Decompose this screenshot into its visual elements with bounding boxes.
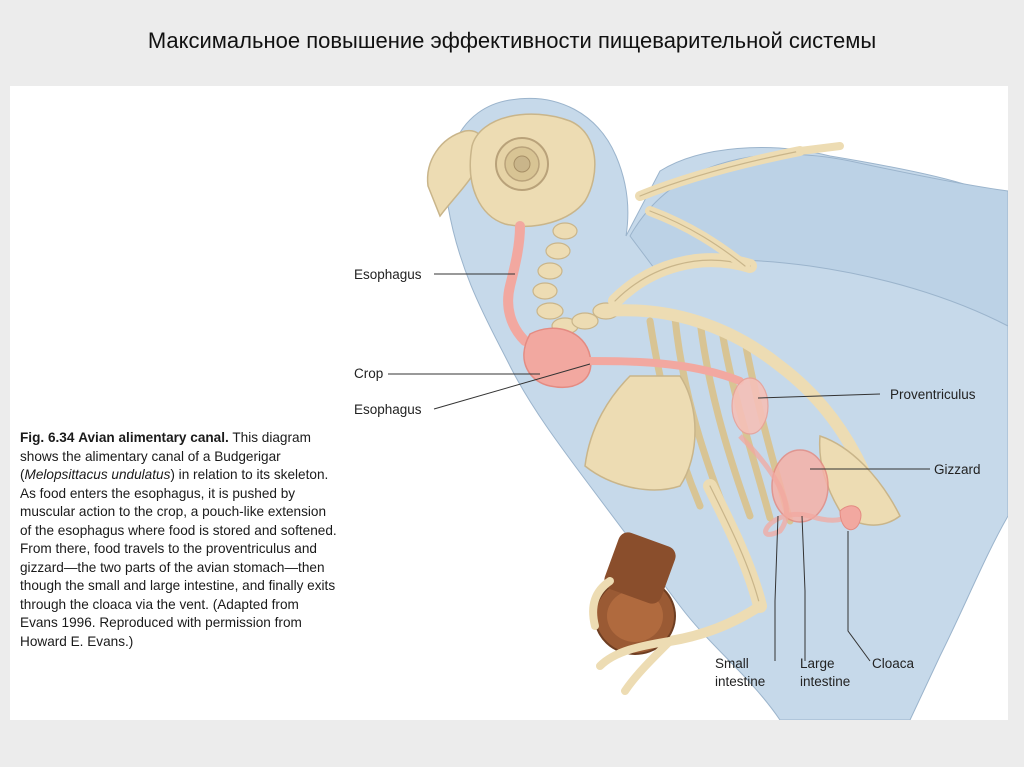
- esophagus-tube: [503, 221, 530, 346]
- label-crop: Crop: [354, 366, 383, 381]
- spine: [600, 304, 876, 492]
- lower-esophagus-tube: [581, 357, 744, 385]
- caption-fig-title: Avian alimentary canal.: [78, 430, 229, 445]
- label-large-intestine-line1: Large: [800, 656, 835, 671]
- label-esophagus-lower: Esophagus: [354, 402, 422, 417]
- perch: [594, 532, 676, 655]
- leader-lines: [388, 273, 930, 662]
- crop-pouch: [523, 327, 592, 388]
- intestine-loops: [738, 434, 857, 537]
- feet-claws: [589, 577, 674, 695]
- proventriculus-organ: [731, 377, 769, 435]
- label-small-intestine-line1: Small: [715, 656, 749, 671]
- skull: [426, 113, 596, 227]
- label-gizzard: Gizzard: [934, 462, 981, 477]
- caption-text-1: This diagram shows the alimentary canal …: [20, 430, 311, 482]
- wing-bones: [608, 142, 844, 308]
- label-proventriculus: Proventriculus: [890, 387, 976, 402]
- slide-title: Максимальное повышение эффективности пищ…: [147, 28, 877, 53]
- label-esophagus-upper: Esophagus: [354, 267, 422, 282]
- budgerigar-anatomy-diagram: Esophagus Crop Esophagus Proventriculus …: [354, 97, 1008, 720]
- digestive-tract: [503, 221, 862, 537]
- sternum-keel: [584, 375, 696, 491]
- wing-silhouette: [629, 153, 1008, 327]
- caption-text-2: ) in relation to its skeleton. As food e…: [20, 467, 337, 649]
- caption-species: Melopsittacus undulatus: [24, 467, 171, 482]
- cloaca-organ: [839, 505, 862, 531]
- figure-caption: Fig. 6.34 Avian alimentary canal. This d…: [20, 429, 338, 651]
- caption-fig-label: Fig. 6.34: [20, 430, 75, 445]
- leg-bones: [665, 479, 767, 646]
- label-cloaca: Cloaca: [872, 656, 915, 671]
- label-small-intestine-line2: intestine: [715, 674, 765, 689]
- label-large-intestine-line2: intestine: [800, 674, 850, 689]
- figure-panel: Esophagus Crop Esophagus Proventriculus …: [10, 86, 1008, 720]
